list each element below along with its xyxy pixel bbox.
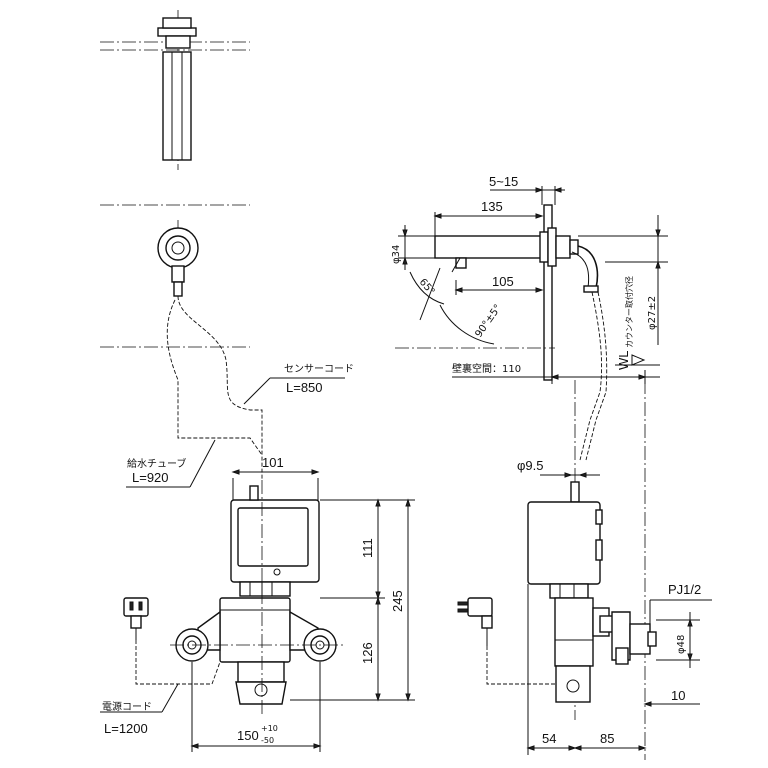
dim-111: 111 bbox=[360, 538, 375, 558]
dim-5-15: 5~15 bbox=[489, 174, 518, 189]
dim-54: 54 bbox=[542, 731, 556, 746]
side-view-control-unit: φ9.5 PJ1/2 φ48 10 bbox=[517, 458, 712, 755]
dim-90deg: 90°±5° bbox=[473, 303, 504, 340]
supply-tube-length: L=920 bbox=[132, 470, 169, 485]
sensor-cord-length: L=850 bbox=[286, 380, 323, 395]
dim-65deg: 65° bbox=[417, 277, 437, 298]
side-hose-path bbox=[579, 291, 603, 461]
power-cord-title: 電源コード bbox=[102, 700, 152, 713]
dim-126: 126 bbox=[360, 642, 375, 664]
wall-space-label: 壁裏空間：110 bbox=[452, 362, 521, 375]
dim-135: 135 bbox=[481, 199, 503, 214]
supply-tube-path bbox=[166, 299, 263, 456]
pj-label: PJ1/2 bbox=[668, 582, 701, 597]
power-cord-length: L=1200 bbox=[104, 721, 148, 736]
dim-85: 85 bbox=[600, 731, 614, 746]
front-view-control-unit: 101 bbox=[170, 455, 415, 752]
dim-245: 245 bbox=[390, 590, 405, 612]
side-view-spout: 5~15 135 φ34 105 bbox=[391, 174, 668, 384]
supply-tube-title: 給水チューブ bbox=[127, 457, 186, 470]
sensor-cord-callout: センサーコード L=850 bbox=[243, 363, 354, 405]
top-view-spout bbox=[100, 10, 250, 170]
dim-150: 150 bbox=[237, 728, 259, 743]
sensor-cord-title: センサーコード bbox=[284, 363, 354, 375]
dim-150-tol-upper: +10 bbox=[261, 724, 278, 733]
counter-hole-label: カウンター取付穴径 bbox=[624, 276, 634, 348]
power-plug-front: 電源コード L=1200 bbox=[100, 597, 221, 736]
counter-hole-dia: φ27±2 bbox=[647, 296, 658, 330]
power-plug-side bbox=[457, 597, 556, 685]
dim-150-tol-lower: -50 bbox=[261, 736, 274, 745]
dim-phi34: φ34 bbox=[391, 245, 402, 264]
plan-view-ring bbox=[100, 204, 250, 348]
dim-101: 101 bbox=[262, 455, 284, 470]
dim-105: 105 bbox=[492, 274, 514, 289]
sensor-cord-path bbox=[177, 295, 263, 480]
dim-phi9-5: φ9.5 bbox=[517, 458, 544, 473]
dim-phi48: φ48 bbox=[676, 635, 687, 654]
supply-tube-callout: 給水チューブ L=920 bbox=[126, 439, 216, 488]
dim-10: 10 bbox=[671, 688, 685, 703]
water-level-label: WL bbox=[616, 351, 631, 371]
